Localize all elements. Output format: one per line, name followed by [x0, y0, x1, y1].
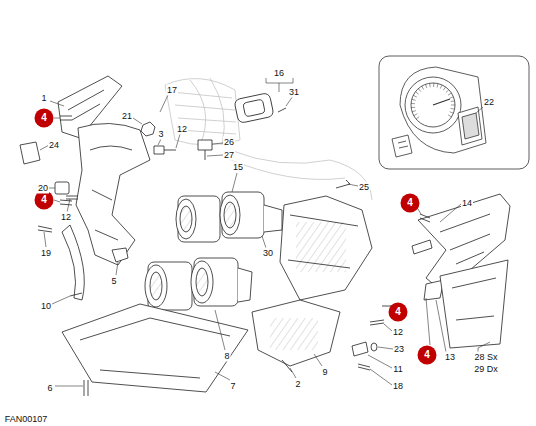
callout-number: 14 [461, 198, 473, 209]
callout-badge: 4 [388, 302, 408, 322]
callout-number: 31 [288, 87, 300, 98]
callout-number: 12 [60, 212, 72, 223]
callout-number: 29 Dx [473, 364, 499, 375]
callout-number: 28 Sx [473, 352, 498, 363]
callout-badge: 4 [400, 193, 420, 213]
callout-number: 18 [392, 381, 404, 392]
callout-badge: 4 [34, 108, 54, 128]
callout-number: 15 [232, 162, 244, 173]
instrument-panel-drawing [378, 55, 530, 170]
callout-number: 4 [395, 307, 401, 317]
callout-number: 26 [223, 137, 235, 148]
callout-number: 1 [40, 93, 47, 104]
callout-number: 20 [37, 183, 49, 194]
inset-panel: 22 [378, 55, 530, 170]
callout-badge: 4 [417, 345, 437, 365]
drawing-code: FAN00107 [4, 414, 49, 425]
callout-number: 7 [229, 381, 236, 392]
callout-number: 19 [40, 248, 52, 259]
callout-number: 3 [157, 129, 164, 140]
callout-number: 8 [223, 351, 230, 362]
callout-number: 23 [393, 344, 405, 355]
callout-number: 12 [392, 327, 404, 338]
callout-number: 6 [46, 383, 53, 394]
callout-number: 16 [273, 68, 285, 79]
callout-number: 10 [40, 301, 52, 312]
callout-number: 27 [223, 150, 235, 161]
callout-number: 5 [110, 276, 117, 287]
callout-number: 17 [166, 85, 178, 96]
callout-number: 2 [294, 379, 301, 390]
callout-number: 13 [444, 352, 456, 363]
callout-number: 25 [358, 182, 370, 193]
callout-number: 24 [48, 140, 60, 151]
callout-number: 21 [121, 111, 133, 122]
callout-number: 22 [484, 97, 494, 107]
callout-number: 11 [392, 364, 403, 375]
callout-number: 4 [424, 350, 430, 360]
callout-number: 4 [41, 195, 47, 205]
callout-number: 12 [176, 124, 188, 135]
callout-number: 9 [321, 367, 328, 378]
callout-number: 4 [41, 113, 47, 123]
callout-number: 4 [407, 198, 413, 208]
callout-number: 30 [262, 248, 274, 259]
